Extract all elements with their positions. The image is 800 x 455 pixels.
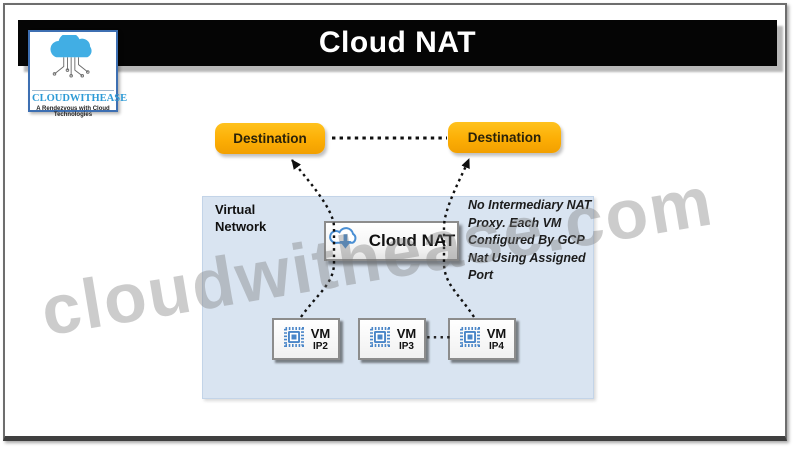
virtual-network-label: Virtual Network [215, 202, 267, 234]
cpu-chip-icon [458, 325, 482, 354]
vm-ellipsis: ···· [426, 328, 453, 347]
logo-cloud-network-icon [36, 32, 110, 90]
destination-label: Destination [233, 131, 307, 146]
vm-box-ip4: VM IP4 [448, 318, 516, 360]
vm-ip-label: IP2 [312, 340, 328, 352]
vm-label: VM [396, 325, 417, 341]
logo-badge: CLOUDWITHEASE A Rendezvous with Cloud Te… [28, 30, 127, 118]
cpu-chip-icon [368, 325, 392, 354]
cloud-nat-label: Cloud NAT [368, 231, 456, 250]
vm-box-ip3: VM IP3 [358, 318, 426, 360]
vm-box-ip2: VM IP2 [272, 318, 340, 360]
logo-name: CLOUDWITHEASE [32, 90, 127, 104]
destination-box-left: Destination [215, 123, 325, 154]
cloud-download-icon [328, 225, 362, 257]
vm-label: VM [486, 325, 507, 341]
vm-label: VM [310, 325, 331, 341]
logo-tagline: A Rendezvous with Cloud Technologies [36, 106, 110, 118]
page-title: Cloud NAT [318, 26, 477, 59]
destination-label: Destination [467, 130, 542, 145]
header-bar: Cloud NAT [18, 20, 777, 66]
nat-annotation: No Intermediary NAT Proxy. Each VM Confi… [468, 198, 592, 282]
destination-box-right: Destination [448, 122, 561, 153]
vm-ip-label: IP4 [488, 340, 504, 352]
cloud-nat-box: Cloud NAT [324, 221, 459, 261]
cpu-chip-icon [282, 325, 306, 354]
vm-ip-label: IP3 [398, 340, 414, 352]
